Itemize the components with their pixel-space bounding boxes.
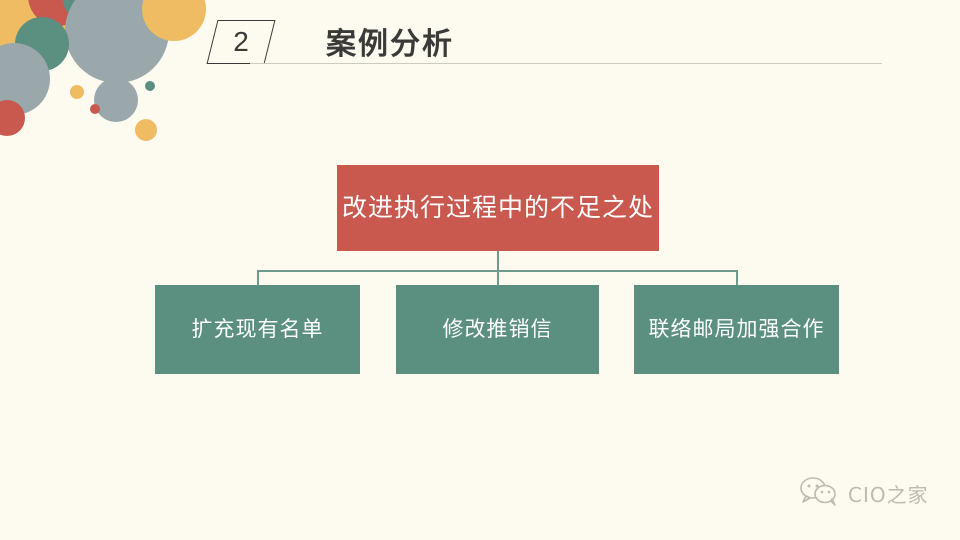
node-root[interactable]: 改进执行过程中的不足之处 xyxy=(337,165,659,251)
slide-header: 2 案例分析 xyxy=(0,0,960,80)
watermark-label: CIO之家 xyxy=(848,482,929,507)
connector-stem xyxy=(497,251,499,285)
node-child-1-label: 扩充现有名单 xyxy=(191,316,324,341)
connector-drop-2 xyxy=(497,270,499,285)
node-child-3[interactable]: 联络邮局加强合作 xyxy=(634,285,839,374)
section-number-badge: 2 xyxy=(206,20,276,64)
node-child-1[interactable]: 扩充现有名单 xyxy=(155,285,360,374)
title-divider xyxy=(250,63,882,64)
section-number-label: 2 xyxy=(233,26,249,57)
node-child-2-label: 修改推销信 xyxy=(442,316,553,341)
connector-drop-1 xyxy=(257,270,259,285)
node-root-label: 改进执行过程中的不足之处 xyxy=(341,193,654,222)
wechat-icon xyxy=(800,476,840,510)
connector-drop-3 xyxy=(736,270,738,285)
node-child-2[interactable]: 修改推销信 xyxy=(396,285,599,374)
node-child-3-label: 联络邮局加强合作 xyxy=(648,316,825,341)
page-title: 案例分析 xyxy=(326,27,454,62)
watermark: CIO之家 xyxy=(800,476,929,510)
